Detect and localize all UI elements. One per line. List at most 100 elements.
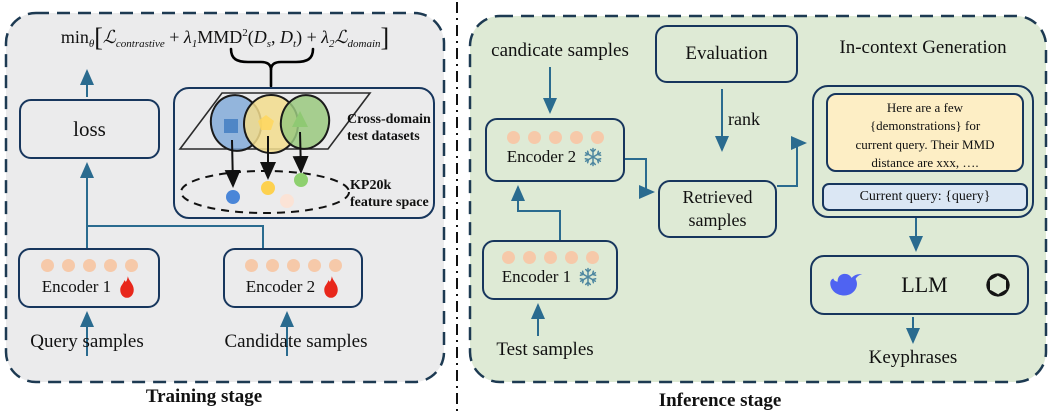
encoder2-merge-line xyxy=(87,225,264,248)
formula-lambda2-sub: 2 xyxy=(329,38,335,50)
embedding-dot xyxy=(244,259,258,272)
loss-label: loss xyxy=(73,116,106,141)
encoder1-label: Encoder 1 xyxy=(501,267,572,286)
projection-arrow-blue xyxy=(224,139,241,188)
llm-box: LLM xyxy=(810,255,1029,315)
green-triangle-marker xyxy=(292,111,308,127)
formula-lambda1: λ xyxy=(183,27,192,47)
embedding-dot xyxy=(265,259,279,272)
prompt-line: Here are a few xyxy=(886,100,964,115)
flame-icon xyxy=(120,276,134,298)
evaluation-box: Evaluation xyxy=(655,25,798,83)
formula-dt: D xyxy=(280,27,294,47)
embedding-dot xyxy=(103,259,117,272)
retrieved-samples-box: Retrieved samples xyxy=(658,180,777,238)
embedding-dot xyxy=(286,259,300,272)
keyphrases-label: Keyphrases xyxy=(868,347,958,368)
prompt-line: current query. Their MMD xyxy=(855,136,995,152)
encoder1-training-box: Encoder 1 xyxy=(18,248,160,308)
embedding-dot xyxy=(590,131,604,144)
flame-icon xyxy=(324,276,338,298)
embedding-dot xyxy=(506,131,520,144)
formula-plus2: + xyxy=(302,27,322,47)
openai-logo-icon xyxy=(986,273,1010,297)
cross-domain-box xyxy=(173,87,435,219)
formula-lparen: ( xyxy=(247,27,254,47)
formula-lambda1-sub: 1 xyxy=(191,38,198,50)
green-feature-dot xyxy=(294,173,308,187)
query-samples-label: Query samples xyxy=(30,331,144,352)
projection-arrow-green xyxy=(292,131,309,174)
current-query-label: Current query: {query} xyxy=(859,189,991,204)
retrieved-to-prompt-connector xyxy=(777,136,807,187)
current-query-box: Current query: {query} xyxy=(822,183,1028,211)
formula-ds-sub: s xyxy=(266,38,272,50)
formula-mmd: MMD xyxy=(197,27,243,47)
objective-formula: minθ[ℒcontrastive + λ1MMD2(Ds, Dt) + λ2ℒ… xyxy=(38,23,412,53)
encoder1-to-encoder2-connector xyxy=(511,185,561,240)
formula-theta-sub: θ xyxy=(88,38,95,50)
embedding-dot xyxy=(569,131,583,144)
embedding-dot xyxy=(124,259,138,272)
encoder2-label: Encoder 2 xyxy=(245,277,316,296)
formula-script-l2: ℒ xyxy=(334,27,348,47)
embedding-dot xyxy=(40,259,54,272)
kp20k-label-line2: feature space xyxy=(350,195,429,211)
blue-square-marker xyxy=(224,119,238,133)
cross-domain-label-line2: test datasets xyxy=(347,129,420,145)
embedding-dot xyxy=(307,259,321,272)
formula-lambda2: λ xyxy=(321,27,330,47)
incontext-generation-title: In-context Generation xyxy=(839,37,1007,58)
deepseek-whale-icon xyxy=(830,273,863,296)
dataset-plane xyxy=(178,92,372,150)
embedding-dot xyxy=(543,251,557,264)
embedding-dots xyxy=(501,251,599,264)
embedding-dot xyxy=(564,251,578,264)
embedding-dot xyxy=(328,259,342,272)
encoder1-label: Encoder 1 xyxy=(41,277,112,296)
embedding-dot xyxy=(527,131,541,144)
encoder2-inference-box: Encoder 2 xyxy=(485,118,625,182)
kp20k-label-line1: KP20k xyxy=(350,178,392,193)
embedding-dot xyxy=(82,259,96,272)
formula-dt-sub: t xyxy=(293,38,297,50)
candicate-samples-label: candicate samples xyxy=(491,40,629,61)
retrieved-samples-line1: Retrieved xyxy=(682,187,753,207)
encoder2-training-box: Encoder 2 xyxy=(223,248,363,308)
feature-space-ellipse xyxy=(180,170,350,214)
incontext-panel xyxy=(812,85,1034,218)
snowflake-icon xyxy=(584,147,602,167)
formula-lbracket: [ xyxy=(94,23,103,52)
embedding-dot xyxy=(522,251,536,264)
embedding-dot xyxy=(548,131,562,144)
encoder2-to-retrieved-connector xyxy=(625,158,655,199)
formula-rbracket: ] xyxy=(380,23,390,52)
formula-contrastive-sub: contrastive xyxy=(115,38,165,50)
candidate-samples-label: Candidate samples xyxy=(224,331,368,352)
encoder1-inference-box: Encoder 1 xyxy=(482,240,618,300)
formula-ds: D xyxy=(253,27,267,47)
blue-feature-dot xyxy=(226,190,240,204)
rank-label: rank xyxy=(728,109,760,129)
test-samples-label: Test samples xyxy=(496,339,594,360)
prompt-line: distance are xxx, …. xyxy=(871,155,979,171)
llm-label: LLM xyxy=(901,272,948,297)
snowflake-icon xyxy=(579,267,597,287)
cross-domain-label: Cross-domain test datasets xyxy=(347,111,439,145)
loss-box: loss xyxy=(19,99,160,159)
formula-plus1: + xyxy=(164,27,184,47)
embedding-dots xyxy=(506,131,604,144)
formula-domain-sub: domain xyxy=(347,38,381,50)
encoder2-label: Encoder 2 xyxy=(506,147,577,166)
kp20k-label: KP20k feature space xyxy=(350,177,444,211)
embedding-dot xyxy=(61,259,75,272)
pink-feature-dot xyxy=(280,194,294,208)
formula-comma: , xyxy=(271,27,281,47)
retrieved-samples-line2: samples xyxy=(688,209,747,230)
embedding-dots xyxy=(40,259,138,272)
cross-domain-label-line1: Cross-domain xyxy=(347,112,431,127)
training-stage-caption: Training stage xyxy=(145,386,263,407)
evaluation-label: Evaluation xyxy=(685,43,768,64)
prompt-demonstrations-box: Here are a few {demonstrations} for curr… xyxy=(826,93,1024,172)
